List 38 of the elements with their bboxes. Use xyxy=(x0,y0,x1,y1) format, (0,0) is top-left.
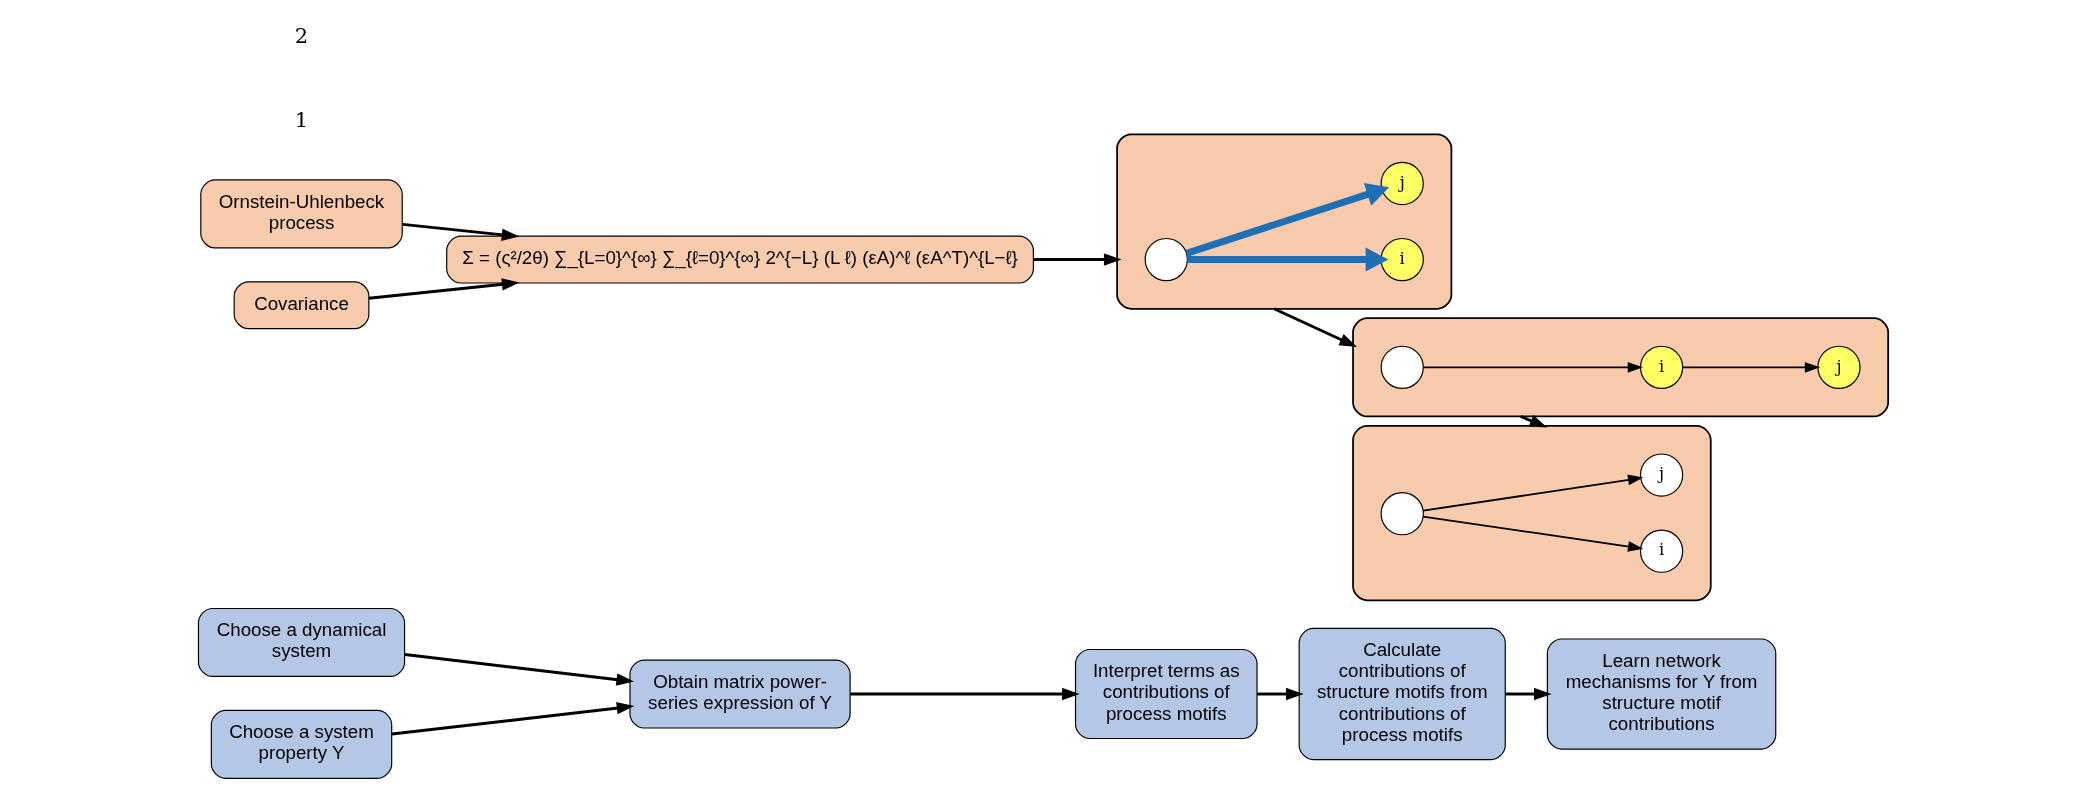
node-circle xyxy=(1380,345,1424,389)
node-circle xyxy=(1144,237,1188,281)
arrow xyxy=(1421,474,1643,512)
cluster xyxy=(1351,316,1889,417)
node-circle: i xyxy=(1639,345,1683,389)
node-circle: i xyxy=(1639,529,1683,573)
node-box: Learn network mechanisms for Y from structure motif contributions xyxy=(1546,637,1776,750)
arrow xyxy=(1184,182,1389,257)
node-box: Interpret terms as contributions of process motifs xyxy=(1074,648,1258,739)
node-box: Calculate contributions of structure motifs from contributions of process motifs xyxy=(1298,627,1506,760)
arrow xyxy=(1256,687,1304,700)
arrow xyxy=(402,222,519,241)
arrow xyxy=(1033,252,1122,266)
arrow xyxy=(1422,361,1643,373)
label: 2 xyxy=(294,22,308,48)
node-circle xyxy=(1380,491,1424,535)
node-circle: i xyxy=(1380,237,1424,281)
node-box: Choose a system property Y xyxy=(210,709,392,779)
node-circle: j xyxy=(1380,161,1424,205)
node-box: Covariance xyxy=(233,280,369,329)
arrow xyxy=(1504,687,1552,700)
node-box: Obtain matrix power-series expression of Y xyxy=(628,658,851,729)
node-box: Choose a dynamical system xyxy=(197,607,405,677)
arrow xyxy=(404,652,634,686)
arrow xyxy=(1681,361,1820,373)
cluster xyxy=(1115,132,1452,310)
node-box: Ornstein-Uhlenbeck process xyxy=(199,178,403,248)
arrow xyxy=(391,701,634,735)
cluster xyxy=(1351,424,1712,601)
arrow xyxy=(1272,306,1357,347)
node-circle: j xyxy=(1816,345,1861,389)
arrow xyxy=(368,277,519,300)
label: 1 xyxy=(294,106,308,132)
arrow xyxy=(849,687,1080,700)
node-circle: j xyxy=(1639,452,1683,497)
node-box: Σ = (ς²/2θ) ∑_{L=0}^{∞} ∑_{ℓ=0}^{∞} 2^{−L} (L ℓ) (εA)^ℓ (εA^T)^{L−ℓ} xyxy=(445,235,1034,284)
arrow xyxy=(1186,247,1388,272)
arrow xyxy=(1421,515,1643,552)
